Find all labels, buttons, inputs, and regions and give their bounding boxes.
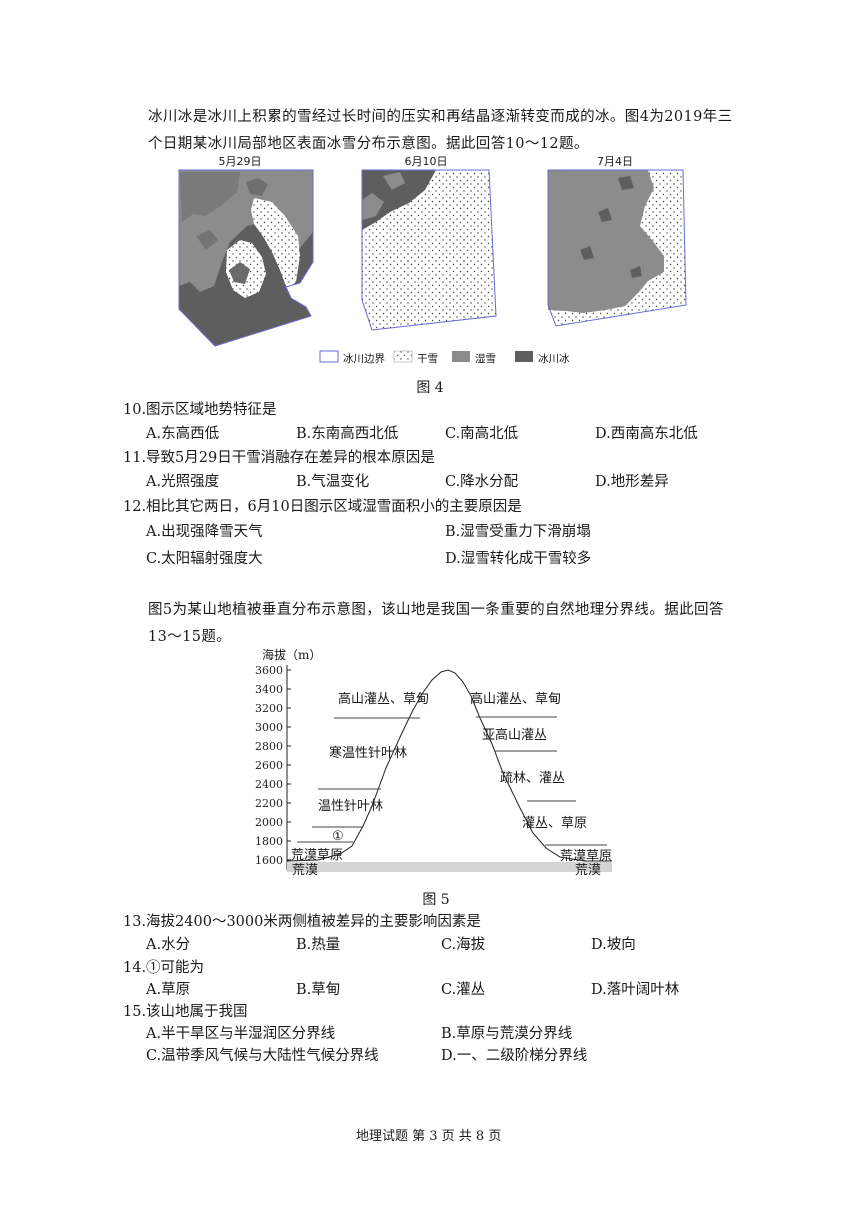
- y-tick-label: 2600: [255, 759, 283, 772]
- q14-option-a: A.草原: [146, 982, 191, 998]
- q12-option-d: D.湿雪转化成干雪较多: [445, 551, 592, 567]
- y-tick-label: 3200: [255, 702, 283, 715]
- question-11-stem: 11.导致5月29日干雪消融存在差异的根本原因是: [123, 450, 435, 466]
- panel-date-3: 7月4日: [597, 155, 633, 168]
- q15-option-c: C.温带季风气候与大陆性气候分界线: [146, 1048, 379, 1064]
- q12-option-b: B.湿雪受重力下滑崩塌: [445, 524, 591, 540]
- intro-paragraph-1: 冰川冰是冰川上积累的雪经过长时间的压实和再结晶逐渐转变而成的冰。图4为2019年…: [148, 109, 733, 152]
- q11-option-d: D.地形差异: [595, 474, 669, 490]
- right-zone-4: 灌丛、草原: [522, 816, 588, 831]
- legend-label-glacier-ice: 冰川冰: [538, 353, 570, 365]
- y-tick-label: 2800: [255, 740, 283, 753]
- q11-option-a: A.光照强度: [146, 474, 220, 490]
- y-tick-label: 3400: [255, 683, 283, 696]
- right-zone-3: 疏林、灌丛: [500, 771, 566, 786]
- y-tick-label: 1600: [255, 854, 283, 867]
- q10-option-a: A.东高西低: [146, 426, 220, 442]
- y-tick-label: 3000: [255, 721, 283, 734]
- q15-option-b: B.草原与荒漠分界线: [441, 1026, 573, 1042]
- q15-option-d: D.一、二级阶梯分界线: [441, 1048, 588, 1064]
- legend-wet-snow-swatch: [452, 351, 470, 362]
- legend-label-boundary: 冰川边界: [343, 353, 385, 365]
- legend-glacier-ice-swatch: [515, 351, 533, 362]
- y-tick-label: 3600: [255, 664, 283, 677]
- question-13-stem: 13.海拔2400～3000米两侧植被差异的主要影响因素是: [123, 914, 481, 930]
- y-tick-label: 2000: [255, 816, 283, 829]
- legend-boundary-swatch: [319, 350, 339, 363]
- q14-option-c: C.灌丛: [441, 982, 486, 998]
- legend-swatches: [319, 350, 533, 363]
- right-zone-1: 高山灌丛、草甸: [470, 692, 562, 707]
- right-zone-5: 荒漠草原: [560, 849, 613, 864]
- y-tick-label: 2400: [255, 778, 283, 791]
- q13-option-a: A.水分: [146, 937, 191, 953]
- q12-option-a: A.出现强降雪天气: [146, 524, 263, 540]
- y-tick-label: 2200: [255, 797, 283, 810]
- intro-paragraph-2: 图5为某山地植被垂直分布示意图，该山地是我国一条重要的自然地理分界线。据此回答1…: [148, 602, 724, 645]
- legend-label-dry-snow: 干雪: [417, 353, 438, 365]
- question-14-stem: 14.①可能为: [123, 960, 205, 976]
- right-zone-6: 荒漠: [575, 863, 602, 878]
- question-15-stem: 15.该山地属于我国: [123, 1004, 248, 1020]
- q14-option-b: B.草甸: [296, 982, 341, 998]
- q12-option-c: C.太阳辐射强度大: [146, 551, 263, 567]
- left-zone-2: 寒温性针叶林: [329, 746, 408, 761]
- page-footer: 地理试题 第 3 页 共 8 页: [356, 1129, 502, 1144]
- q10-option-b: B.东南高西北低: [296, 426, 399, 442]
- ground-bar: [287, 862, 612, 872]
- glacier-maps: [178, 169, 687, 363]
- q13-option-c: C.海拔: [441, 937, 486, 953]
- map-jul-4: [547, 169, 687, 327]
- q11-option-b: B.气温变化: [296, 474, 370, 490]
- q10-option-d: D.西南高东北低: [595, 426, 698, 442]
- figure-4-caption: 图 4: [416, 380, 444, 396]
- q10-option-c: C.南高北低: [445, 426, 519, 442]
- q15-option-a: A.半干旱区与半湿润区分界线: [146, 1026, 336, 1042]
- question-12-stem: 12.相比其它两日，6月10日图示区域湿雪面积小的主要原因是: [123, 499, 522, 515]
- legend-dry-snow-swatch: [393, 350, 413, 363]
- mountain-profile: 3600 3400 3200 3000 2800 2600 2400 2200 2000 1800…: [255, 664, 612, 872]
- q13-option-d: D.坡向: [591, 937, 636, 953]
- left-zone-3: 温性针叶林: [318, 799, 384, 814]
- legend-label-wet-snow: 湿雪: [475, 353, 496, 365]
- figure-5-caption: 图 5: [422, 892, 450, 908]
- right-zone-2: 亚高山灌丛: [482, 728, 548, 743]
- y-tick-label: 1800: [255, 835, 283, 848]
- question-10-stem: 10.图示区域地势特征是: [123, 402, 277, 418]
- q14-option-d: D.落叶阔叶林: [591, 982, 680, 998]
- map-may-29: [178, 169, 314, 347]
- panel-date-1: 5月29日: [218, 155, 262, 168]
- q11-option-c: C.降水分配: [445, 474, 519, 490]
- left-zone-circled-1: ①: [332, 829, 344, 844]
- left-zone-5: 荒漠草原: [291, 848, 344, 863]
- y-axis-label: 海拔（m）: [262, 648, 322, 662]
- left-zone-6: 荒漠: [292, 863, 319, 878]
- mountain-outline: [286, 669, 612, 862]
- left-zone-1: 高山灌丛、草甸: [338, 692, 430, 707]
- panel-date-2: 6月10日: [404, 155, 448, 168]
- q13-option-b: B.热量: [296, 937, 341, 953]
- map-jun-10: [361, 169, 497, 331]
